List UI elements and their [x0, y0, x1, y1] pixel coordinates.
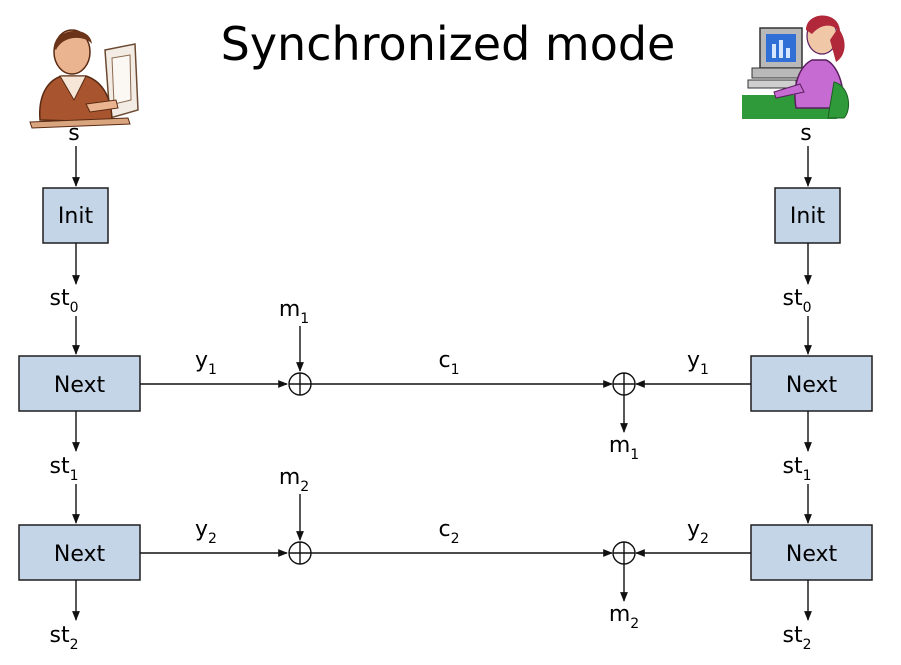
- state2-label-left: st2: [49, 623, 78, 653]
- next-label-1-right: Next: [786, 373, 838, 398]
- next-box-1-right: [750, 355, 873, 412]
- xor-decrypt-1: [612, 372, 636, 396]
- keystream2-label-left: y2: [195, 517, 217, 547]
- seed-label-left: s: [68, 121, 79, 146]
- next-label-2-left: Next: [54, 542, 106, 567]
- keystream1-label-right: y1: [687, 348, 709, 378]
- init-label-right: Init: [790, 204, 826, 229]
- init-label-left: Init: [58, 204, 94, 229]
- state1-label-left: st1: [49, 454, 78, 484]
- xor-encrypt-2: [288, 541, 312, 565]
- next-label-1-left: Next: [54, 373, 106, 398]
- xor-decrypt-2: [612, 541, 636, 565]
- next-box-2-left: [18, 524, 141, 581]
- message2-label-bottom: m2: [609, 602, 639, 632]
- state1-label-right: st1: [782, 454, 811, 484]
- next-label-2-right: Next: [786, 542, 838, 567]
- seed-label-right: s: [800, 121, 811, 146]
- state2-label-right: st2: [782, 623, 811, 653]
- init-box-right: [774, 187, 841, 244]
- woman-at-computer-icon: [742, 15, 850, 119]
- page-title: Synchronized mode: [221, 17, 676, 71]
- message1-label-top: m1: [279, 297, 309, 327]
- ciphertext1-label: c1: [438, 348, 459, 378]
- xor-encrypt-1: [288, 372, 312, 396]
- keystream2-label-right: y2: [687, 517, 709, 547]
- ciphertext2-label: c2: [438, 517, 459, 547]
- next-box-2-right: [750, 524, 873, 581]
- keystream1-label-left: y1: [195, 348, 217, 378]
- businessman-at-computer-icon: [29, 29, 139, 129]
- message2-label-top: m2: [279, 465, 309, 495]
- message1-label-bottom: m1: [609, 433, 639, 463]
- state0-label-right: st0: [782, 286, 811, 316]
- state0-label-left: st0: [49, 286, 78, 316]
